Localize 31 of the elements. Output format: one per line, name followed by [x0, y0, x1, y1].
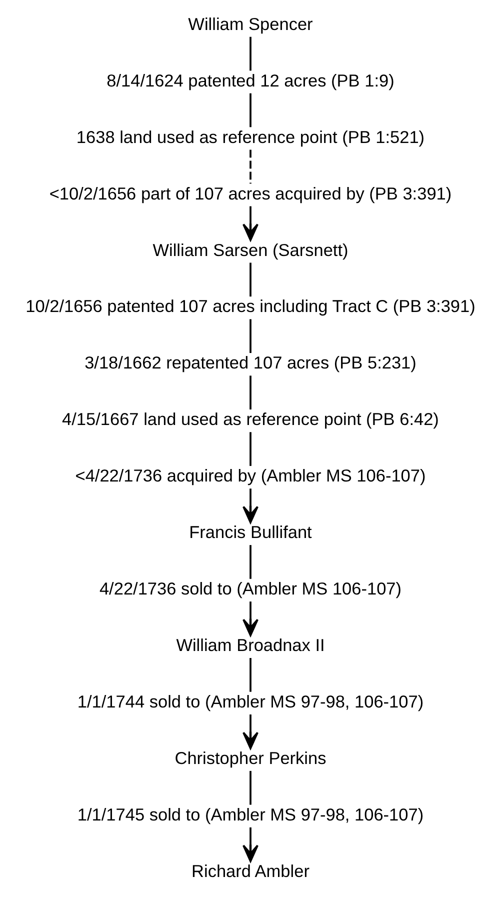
node-text: 8/14/1624 patented 12 acres (PB 1:9)	[106, 70, 394, 90]
connector	[249, 93, 251, 128]
connector	[249, 770, 251, 805]
connector	[249, 262, 251, 297]
arrow	[242, 827, 258, 862]
node-text: 1/1/1744 sold to (Ambler MS 97-98, 106-107)	[76, 692, 424, 712]
node-text: Richard Ambler	[191, 860, 309, 881]
node-text: Francis Bullifant	[188, 522, 312, 542]
connector	[249, 150, 251, 184]
arrow	[242, 488, 258, 524]
node-text: <10/2/1656 part of 107 acres acquired by (PB 3:391)	[48, 183, 452, 204]
connector	[249, 545, 251, 579]
node-text: William Broadnax II	[176, 635, 324, 656]
connector	[249, 376, 251, 410]
node-text: 4/15/1667 land used as reference point (PB 6:42)	[62, 409, 438, 430]
arrow	[242, 206, 258, 241]
connector	[249, 36, 251, 71]
node-text: William Sarsen (Sarsnett)	[152, 240, 348, 260]
node-text: 1/1/1745 sold to (Ambler MS 97-98, 106-107)	[76, 804, 424, 824]
node-text: <4/22/1736 acquired by (Ambler MS 106-107)	[74, 466, 426, 486]
node-text: 4/22/1736 sold to (Ambler MS 106-107)	[98, 578, 402, 599]
node-text: 10/2/1656 patented 107 acres including Tract C (PB 3:391)	[25, 296, 475, 316]
node-text: 1638 land used as reference point (PB 1:521)	[76, 126, 424, 147]
arrow	[242, 602, 258, 636]
connector	[249, 658, 251, 692]
node-text: Christopher Perkins	[174, 748, 326, 768]
connector	[249, 319, 251, 353]
node-text: William Spencer	[188, 14, 312, 34]
connector	[249, 432, 251, 466]
node-text: 3/18/1662 repatented 107 acres (PB 5:231)	[84, 352, 416, 373]
arrow	[242, 714, 258, 750]
